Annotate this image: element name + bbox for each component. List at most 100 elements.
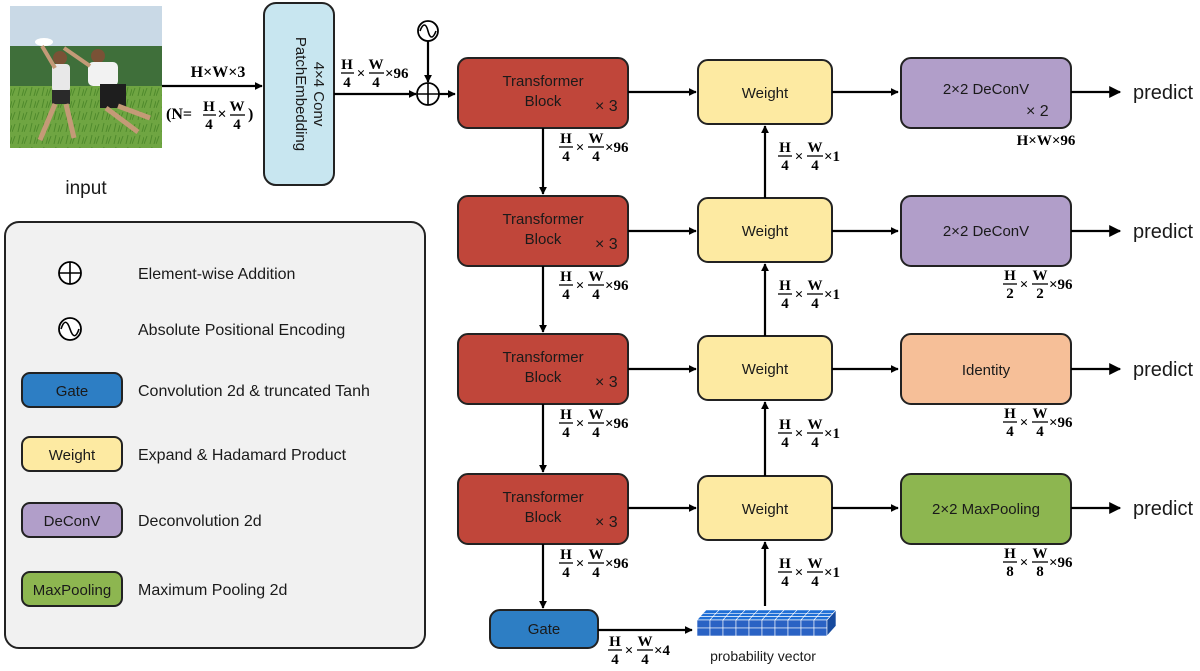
legend-panel: Element-wise Addition Absolute Positiona… <box>4 221 426 649</box>
prob-cell-front <box>761 627 776 637</box>
svg-text:H: H <box>341 57 353 73</box>
prob-cell-front <box>800 627 815 637</box>
svg-text:×: × <box>795 565 804 581</box>
dim-label-tb3: H 4 × W 4 ×96 <box>559 407 629 441</box>
svg-text:Weight: Weight <box>49 447 96 464</box>
svg-text:4: 4 <box>641 652 649 668</box>
n-formula: (N= H 4 × W 4 ) <box>166 99 253 133</box>
svg-text:4: 4 <box>781 296 789 312</box>
legend-maxpool-box <box>21 571 123 607</box>
patch-conv-label: 4×4 Conv <box>310 62 327 127</box>
svg-text:×: × <box>576 416 585 432</box>
svg-text:×96: ×96 <box>1049 555 1073 571</box>
svg-text:H: H <box>609 634 621 650</box>
svg-text:Transformer: Transformer <box>502 73 583 90</box>
prob-cell-front <box>813 627 828 637</box>
svg-text:4: 4 <box>811 574 819 590</box>
svg-text:4: 4 <box>343 75 351 91</box>
svg-text:×96: ×96 <box>605 278 629 294</box>
svg-text:H: H <box>560 407 572 423</box>
legend-deconv-box <box>21 502 123 538</box>
predict-label-4: predict <box>1133 498 1193 520</box>
svg-text:W: W <box>230 99 245 115</box>
legend-gate-box <box>21 372 123 408</box>
svg-text:2×2 DeConV: 2×2 DeConV <box>943 223 1029 240</box>
svg-text:×: × <box>1020 555 1029 571</box>
patch-embedding-label: PatchEmbedding <box>292 37 309 151</box>
svg-text:W: W <box>1033 406 1048 422</box>
dim-label-deconv1: H 2 × W 2 ×96 <box>1003 268 1073 302</box>
predict-label-3: predict <box>1133 359 1193 381</box>
svg-text:×96: ×96 <box>1049 277 1073 293</box>
svg-text:×: × <box>1020 415 1029 431</box>
svg-text:4: 4 <box>205 117 213 133</box>
svg-text:4: 4 <box>592 287 600 303</box>
svg-text:4: 4 <box>781 435 789 451</box>
gate-block: Gate <box>489 609 599 649</box>
svg-text:8: 8 <box>1006 564 1014 580</box>
legend-posenc-text: Absolute Positional Encoding <box>138 322 345 339</box>
svg-text:4: 4 <box>1036 424 1044 440</box>
prob-cell-front <box>748 619 763 629</box>
svg-text:W: W <box>589 269 604 285</box>
svg-text:H: H <box>779 556 791 572</box>
svg-text:×96: ×96 <box>605 140 629 156</box>
svg-text:4: 4 <box>562 149 570 165</box>
transformer-block-2: Transformer Block × 3 <box>457 195 629 267</box>
svg-text:× 3: × 3 <box>595 98 618 115</box>
svg-text:×: × <box>795 287 804 303</box>
svg-text:Transformer: Transformer <box>502 349 583 366</box>
deconv-block: 2×2 DeConV <box>900 195 1072 267</box>
svg-text:×: × <box>576 278 585 294</box>
svg-text:4: 4 <box>592 565 600 581</box>
input-caption: input <box>65 178 107 199</box>
prob-cell-front <box>774 627 789 637</box>
svg-text:Transformer: Transformer <box>502 211 583 228</box>
probability-vector-icon <box>696 609 837 637</box>
dim-label-tb4: H 4 × W 4 ×96 <box>559 547 629 581</box>
prob-cell-front <box>787 627 802 637</box>
weight-block-2: Weight <box>697 197 833 263</box>
dim-label-gate: H 4 × W 4 ×4 <box>608 634 671 668</box>
svg-text:Identity: Identity <box>962 362 1011 379</box>
svg-text:Block: Block <box>525 93 562 110</box>
prob-cell-front <box>800 619 815 629</box>
weight-block-3: Weight <box>697 335 833 401</box>
dim-label-patch: H 4 × W 4 ×96 <box>341 57 409 91</box>
prob-cell-front <box>787 619 802 629</box>
dim-label-w23: H 4 × W 4 ×1 <box>778 278 840 312</box>
svg-text:H: H <box>779 140 791 156</box>
svg-text:W: W <box>808 140 823 156</box>
svg-text:W: W <box>589 407 604 423</box>
svg-text:4: 4 <box>811 435 819 451</box>
svg-text:4: 4 <box>562 287 570 303</box>
dim-label-w12: H 4 × W 4 ×1 <box>778 140 840 174</box>
transformer-block-3: Transformer Block × 3 <box>457 333 629 405</box>
svg-text:DeConV: DeConV <box>44 513 101 530</box>
svg-text:2: 2 <box>1006 286 1014 302</box>
dim-label-identity: H 4 × W 4 ×96 <box>1003 406 1073 440</box>
dim-label-tb2: H 4 × W 4 ×96 <box>559 269 629 303</box>
prob-cell-front <box>722 619 737 629</box>
input-dim-label: H×W×3 <box>191 64 246 81</box>
svg-text:×: × <box>357 66 366 82</box>
svg-text:W: W <box>589 131 604 147</box>
svg-text:Weight: Weight <box>742 501 789 518</box>
svg-text:W: W <box>638 634 653 650</box>
svg-text:× 3: × 3 <box>595 514 618 531</box>
svg-text:×: × <box>1020 277 1029 293</box>
svg-text:×: × <box>217 106 226 123</box>
svg-text:4: 4 <box>562 425 570 441</box>
svg-text:H: H <box>560 269 572 285</box>
svg-text:× 3: × 3 <box>595 236 618 253</box>
svg-text:Gate: Gate <box>56 383 89 400</box>
legend-gate-text: Convolution 2d & truncated Tanh <box>138 383 370 400</box>
svg-text:4: 4 <box>1006 424 1014 440</box>
probability-vector-label: probability vector <box>710 648 816 664</box>
legend-posenc-icon <box>58 317 82 341</box>
svg-text:4: 4 <box>592 425 600 441</box>
svg-text:H: H <box>779 417 791 433</box>
prob-cell-front <box>709 619 724 629</box>
deconv-x2-block: 2×2 DeConV × 2 <box>900 57 1072 129</box>
svg-text:2: 2 <box>1036 286 1044 302</box>
